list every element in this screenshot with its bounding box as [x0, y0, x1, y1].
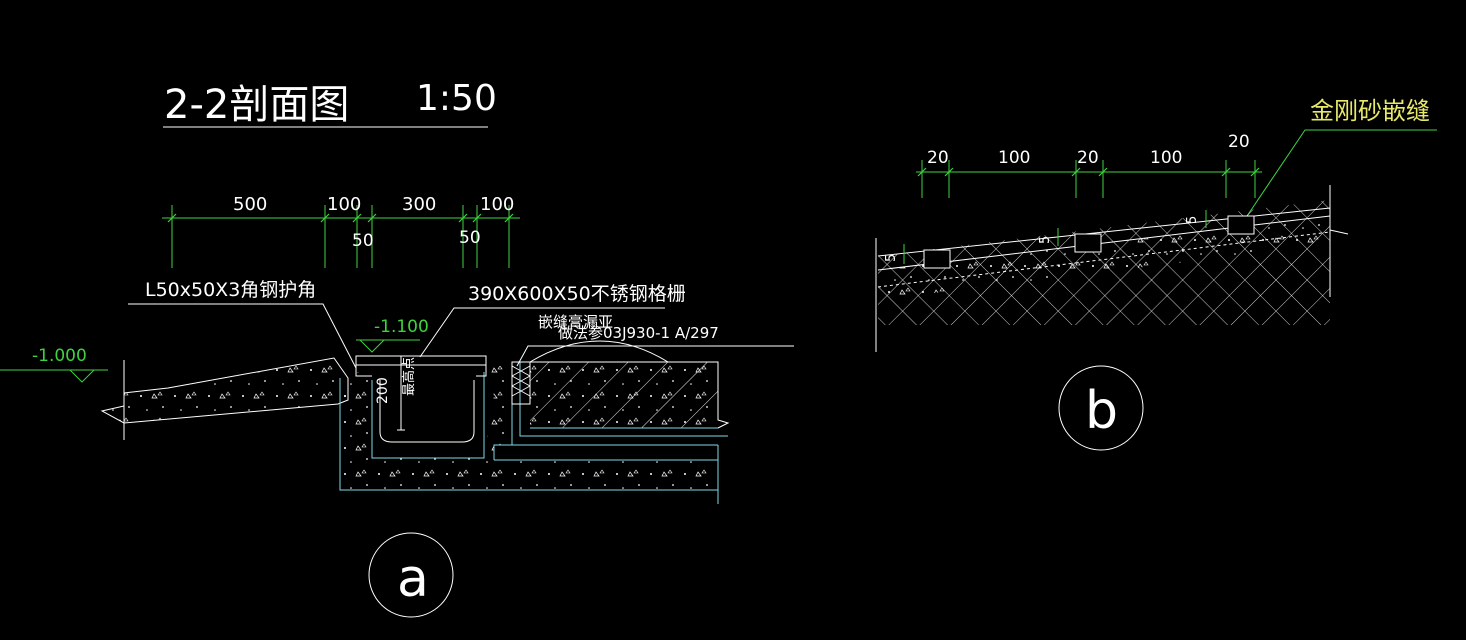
dim-100-b: 100 [480, 194, 514, 215]
section-scale: 1:50 [416, 78, 497, 119]
dim-b-20-c: 20 [1228, 132, 1250, 152]
high-point-label: 最高点 [401, 357, 417, 396]
label-angle-steel: L50x50X3角钢护角 [145, 279, 316, 301]
label-grate: 390X600X50不锈钢格栅 [468, 283, 686, 305]
elevation-right: -1.100 [374, 317, 429, 337]
dim-b-20-a: 20 [927, 148, 949, 168]
marker-b-label: b [1085, 381, 1118, 441]
small-dim-1: 5 [884, 254, 899, 262]
leader-emery-joint [1242, 129, 1437, 223]
marker-a-label: a [397, 549, 429, 609]
expansion-joint [511, 361, 531, 405]
dim-b-20-b: 20 [1077, 148, 1099, 168]
dim-50-a: 50 [352, 231, 374, 251]
detail-b: 20 100 20 100 20 金刚砂嵌缝 5 5 [875, 97, 1437, 451]
dim-100-a: 100 [327, 194, 361, 215]
leader-grate [419, 307, 665, 358]
joint-strip-1 [923, 249, 951, 269]
sloped-ground-section [875, 185, 1349, 352]
dim-b-100-a: 100 [998, 148, 1030, 168]
leader-joint [516, 345, 794, 367]
label-joint: 嵌缝膏漏亚 [538, 313, 613, 331]
detail-a: 2-2剖面图 1:50 500 100 300 10 [0, 78, 794, 618]
joint-strip-2 [1074, 233, 1102, 253]
label-emery-joint: 金刚砂嵌缝 [1310, 97, 1430, 125]
sloped-slab [100, 357, 349, 440]
grate-plate [355, 355, 487, 366]
elevation-left: -1.000 [32, 346, 87, 366]
small-dims-b [903, 210, 1207, 264]
detail-marker-b [1058, 365, 1144, 451]
detail-marker-a [368, 532, 454, 618]
top-dimension-chain [162, 205, 520, 268]
depth-dim: 200 [375, 377, 391, 404]
dimension-chain-b [916, 160, 1262, 198]
sealant-arc [529, 340, 669, 363]
dim-b-100-b: 100 [1150, 148, 1182, 168]
dim-50-b: 50 [459, 228, 481, 248]
elevation-triangle-left [69, 369, 95, 383]
section-title: 2-2剖面图 [164, 82, 349, 128]
elevation-triangle-right [359, 339, 385, 353]
joint-strip-3 [1227, 215, 1255, 235]
right-slab [511, 361, 730, 437]
dim-500: 500 [233, 194, 267, 215]
dim-300: 300 [402, 194, 436, 215]
small-dim-3: 5 [1185, 216, 1200, 224]
leader-angle-steel [128, 303, 357, 369]
label-ref: 做法参03J930-1 A/297 [558, 324, 719, 342]
small-dim-2: 5 [1038, 236, 1053, 244]
